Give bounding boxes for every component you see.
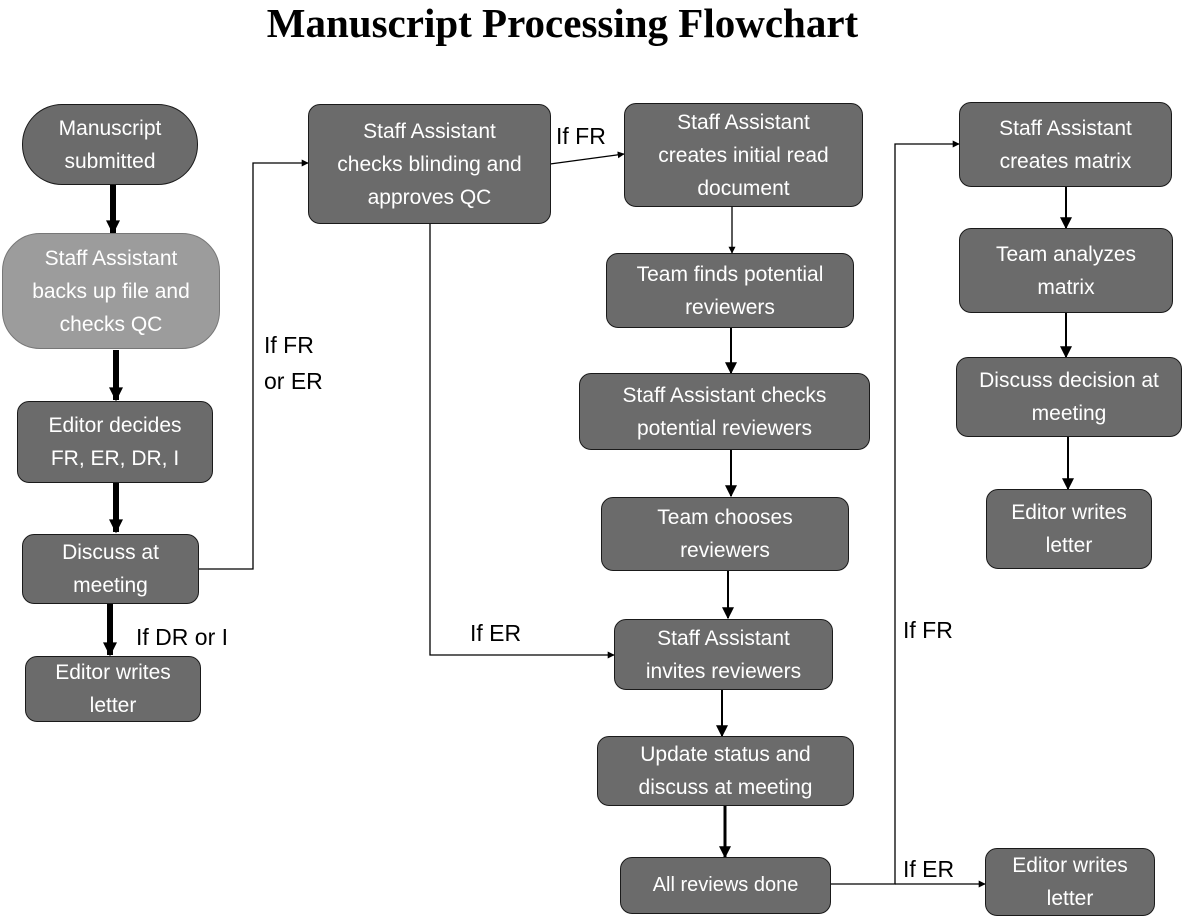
node-editor-writes-letter-right: Editor writes letter [986,489,1152,569]
node-staff-assistant-checks-reviewers: Staff Assistant checks potential reviewe… [579,373,870,450]
label-if-fr-or-er: If FR or ER [264,332,323,394]
node-editor-decides: Editor decides FR, ER, DR, I [17,401,213,483]
node-editor-writes-letter-left: Editor writes letter [25,656,201,722]
node-staff-assistant-blinding: Staff Assistant checks blinding and appr… [308,104,551,224]
node-discuss-decision: Discuss decision at meeting [956,357,1182,437]
node-editor-writes-letter-bottom: Editor writes letter [985,848,1155,916]
label-if-dr-or-i: If DR or I [136,624,229,650]
edge-all-reviews-to-matrix [830,140,960,885]
label-if-er-bottom: If ER [903,856,955,882]
node-staff-assistant-invites: Staff Assistant invites reviewers [614,619,833,690]
node-update-status: Update status and discuss at meeting [597,736,854,806]
node-staff-assistant-initial-read: Staff Assistant creates initial read doc… [624,103,863,207]
node-all-reviews-done: All reviews done [620,857,831,914]
edge-blinding-to-invites [429,223,615,659]
label-if-er-middle: If ER [470,620,522,646]
node-staff-assistant-backup: Staff Assistant backs up file and checks… [2,233,220,349]
node-discuss-at-meeting: Discuss at meeting [22,534,199,604]
label-if-fr-top: If FR [556,123,606,149]
node-team-chooses-reviewers: Team chooses reviewers [601,497,849,571]
page-title: Manuscript Processing Flowchart [266,0,859,46]
label-if-fr-right: If FR [903,617,953,643]
edge-discuss-to-blinding [198,159,309,570]
node-staff-assistant-matrix: Staff Assistant creates matrix [959,102,1172,187]
node-manuscript-submitted: Manuscript submitted [22,104,198,185]
edge-blinding-to-initial-read [549,151,625,165]
node-team-analyzes-matrix: Team analyzes matrix [959,228,1173,313]
node-team-finds-reviewers: Team finds potential reviewers [606,253,854,328]
